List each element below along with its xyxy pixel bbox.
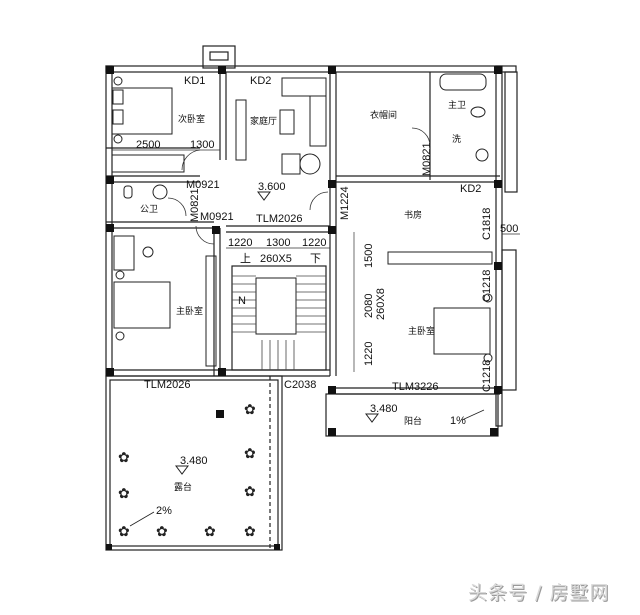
svg-text:✿: ✿	[118, 450, 130, 466]
room-label-master-bath: 主卫	[448, 99, 466, 110]
door-code-m0821-left: M0821	[189, 188, 201, 222]
svg-text:✿: ✿	[118, 486, 130, 502]
watermark: 头条号 / 房墅网	[468, 582, 610, 604]
dim-1220-b: 1220	[302, 237, 326, 249]
window-code-c2038: C2038	[284, 379, 316, 391]
stair-down-label: 下	[310, 253, 321, 265]
elevation-balcony: 3.480	[370, 403, 398, 415]
dim-1500: 1500	[363, 244, 375, 268]
dim-1300-stair: 1300	[266, 237, 290, 249]
door-code-tlm3226: TLM3226	[392, 381, 438, 393]
room-label-second-bedroom: 次卧室	[178, 113, 205, 124]
room-label-terrace: 露台	[174, 481, 192, 492]
door-code-kd2-right: KD2	[460, 183, 481, 195]
dimension-lines	[112, 149, 520, 372]
slope-balcony: 1%	[450, 415, 466, 427]
dim-500: 500	[500, 223, 518, 235]
room-label-closet: 衣帽间	[370, 109, 397, 120]
plant-icons: ✿ ✿ ✿ ✿ ✿ ✿ ✿ ✿ ✿	[118, 402, 256, 540]
door-code-tlm2026-bedroom: TLM2026	[144, 379, 190, 391]
window-code-c1218-a: C1218	[481, 270, 493, 302]
dim-stair-steps: 260X5	[260, 253, 292, 265]
door-code-m0921-a: M0921	[186, 179, 220, 191]
room-label-family-hall: 家庭厅	[250, 115, 277, 126]
slope-arrow-terrace	[129, 511, 155, 527]
slope-terrace: 2%	[156, 505, 172, 517]
furniture	[111, 73, 493, 367]
stair-up-label: 上	[240, 252, 251, 265]
dim-2500: 2500	[136, 139, 160, 151]
stair-treads	[232, 275, 326, 370]
room-label-wash: 洗	[452, 133, 461, 144]
elevation-markers	[175, 191, 379, 475]
svg-text:✿: ✿	[244, 524, 256, 540]
dim-1220-vertical: 1220	[363, 342, 375, 366]
columns	[106, 66, 502, 550]
dim-2080: 2080	[363, 294, 375, 318]
room-label-master-bedroom-left: 主卧室	[176, 305, 203, 316]
svg-text:✿: ✿	[118, 524, 130, 540]
door-swings	[167, 127, 431, 245]
room-label-study: 书房	[404, 209, 422, 220]
door-code-kd2-top: KD2	[250, 75, 271, 87]
window-code-c1218-b: C1218	[481, 360, 493, 392]
svg-text:✿: ✿	[244, 484, 256, 500]
svg-text:✿: ✿	[156, 524, 168, 540]
dim-stair-steps-vertical: 260X8	[375, 288, 387, 320]
door-code-kd1: KD1	[184, 75, 205, 87]
north-arrow-icon: N	[238, 295, 246, 307]
svg-text:✿: ✿	[244, 402, 256, 418]
svg-text:✿: ✿	[204, 524, 216, 540]
door-code-m1224: M1224	[339, 186, 351, 220]
room-label-public-bath: 公卫	[140, 204, 158, 214]
dim-1300-top: 1300	[190, 139, 214, 151]
elevation-terrace: 3.480	[180, 455, 208, 467]
room-label-master-bedroom-right: 主卧室	[408, 325, 435, 336]
dim-1220-a: 1220	[228, 237, 252, 249]
door-code-m0921-b: M0921	[200, 211, 234, 223]
slope-arrow-balcony	[461, 409, 485, 421]
room-label-balcony: 阳台	[404, 415, 422, 426]
elevation-hall: 3.600	[258, 181, 286, 193]
door-code-tlm2026-hall: TLM2026	[256, 213, 302, 225]
window-code-c1818: C1818	[481, 208, 493, 240]
walls	[105, 45, 518, 551]
door-code-m0821-right: M0821	[421, 142, 433, 176]
svg-text:✿: ✿	[244, 446, 256, 462]
